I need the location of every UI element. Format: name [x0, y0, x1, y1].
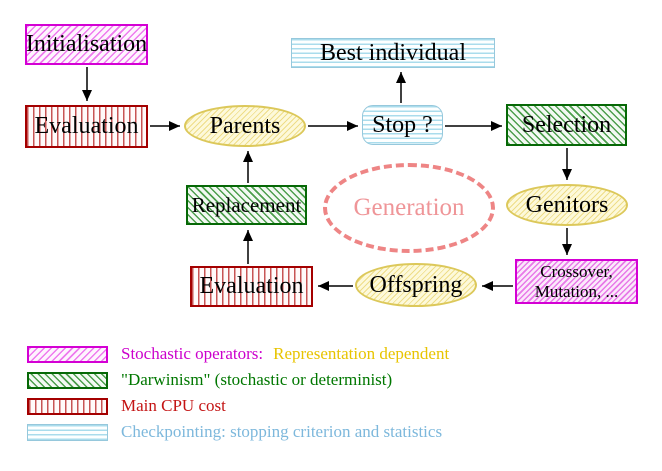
- node-evaluation-top: Evaluation: [25, 105, 148, 148]
- legend-swatch-magenta-hatch: [27, 345, 108, 363]
- parents-label: Parents: [209, 112, 281, 139]
- best-individual-label: Best individual: [320, 39, 466, 66]
- selection-label: Selection: [521, 111, 612, 138]
- genitors-label: Genitors: [525, 191, 609, 218]
- legend-cpu-label: Main CPU cost: [121, 396, 226, 415]
- node-best-individual: Best individual: [291, 38, 495, 68]
- node-crossover-mutation: Crossover, Mutation, ...: [515, 259, 638, 304]
- node-genitors: Genitors: [506, 184, 628, 226]
- stop-label: Stop ?: [372, 111, 433, 138]
- initialisation-label: Initialisation: [25, 31, 148, 57]
- legend-swatch-green-hatch: [27, 371, 108, 389]
- legend-darwinism-label: "Darwinism" (stochastic or determinist): [121, 370, 393, 389]
- legend-row-checkpointing: Checkpointing: stopping criterion and st…: [27, 422, 442, 442]
- legend-stochastic-label: Stochastic operators:: [121, 344, 264, 363]
- legend-checkpointing-label: Checkpointing: stopping criterion and st…: [121, 422, 443, 441]
- node-offspring: Offspring: [355, 263, 477, 307]
- node-parents: Parents: [184, 105, 306, 147]
- evaluation-top-label: Evaluation: [34, 113, 139, 139]
- node-selection: Selection: [506, 104, 627, 146]
- crossover-label-line1: Crossover,: [540, 261, 613, 281]
- offspring-label: Offspring: [369, 271, 463, 298]
- legend-row-cpu-cost: Main CPU cost: [27, 396, 226, 416]
- legend-row-darwinism: "Darwinism" (stochastic or determinist): [27, 370, 392, 390]
- generation-loop-ellipse: Generation: [323, 163, 495, 253]
- generation-label: Generation: [353, 194, 465, 221]
- node-stop: Stop ?: [362, 105, 443, 145]
- legend-swatch-red-stripes: [27, 397, 108, 415]
- node-initialisation: Initialisation: [25, 24, 148, 65]
- node-replacement: Replacement: [186, 185, 307, 225]
- legend-row-stochastic: Stochastic operators: Representation dep…: [27, 344, 449, 364]
- evaluation-bottom-label: Evaluation: [199, 273, 304, 299]
- replacement-label: Replacement: [191, 192, 302, 217]
- node-evaluation-bottom: Evaluation: [190, 266, 313, 307]
- legend-swatch-cyan-stripes: [27, 423, 108, 441]
- crossover-label-line2: Mutation, ...: [534, 281, 619, 301]
- legend-representation-label: Representation dependent: [273, 344, 450, 363]
